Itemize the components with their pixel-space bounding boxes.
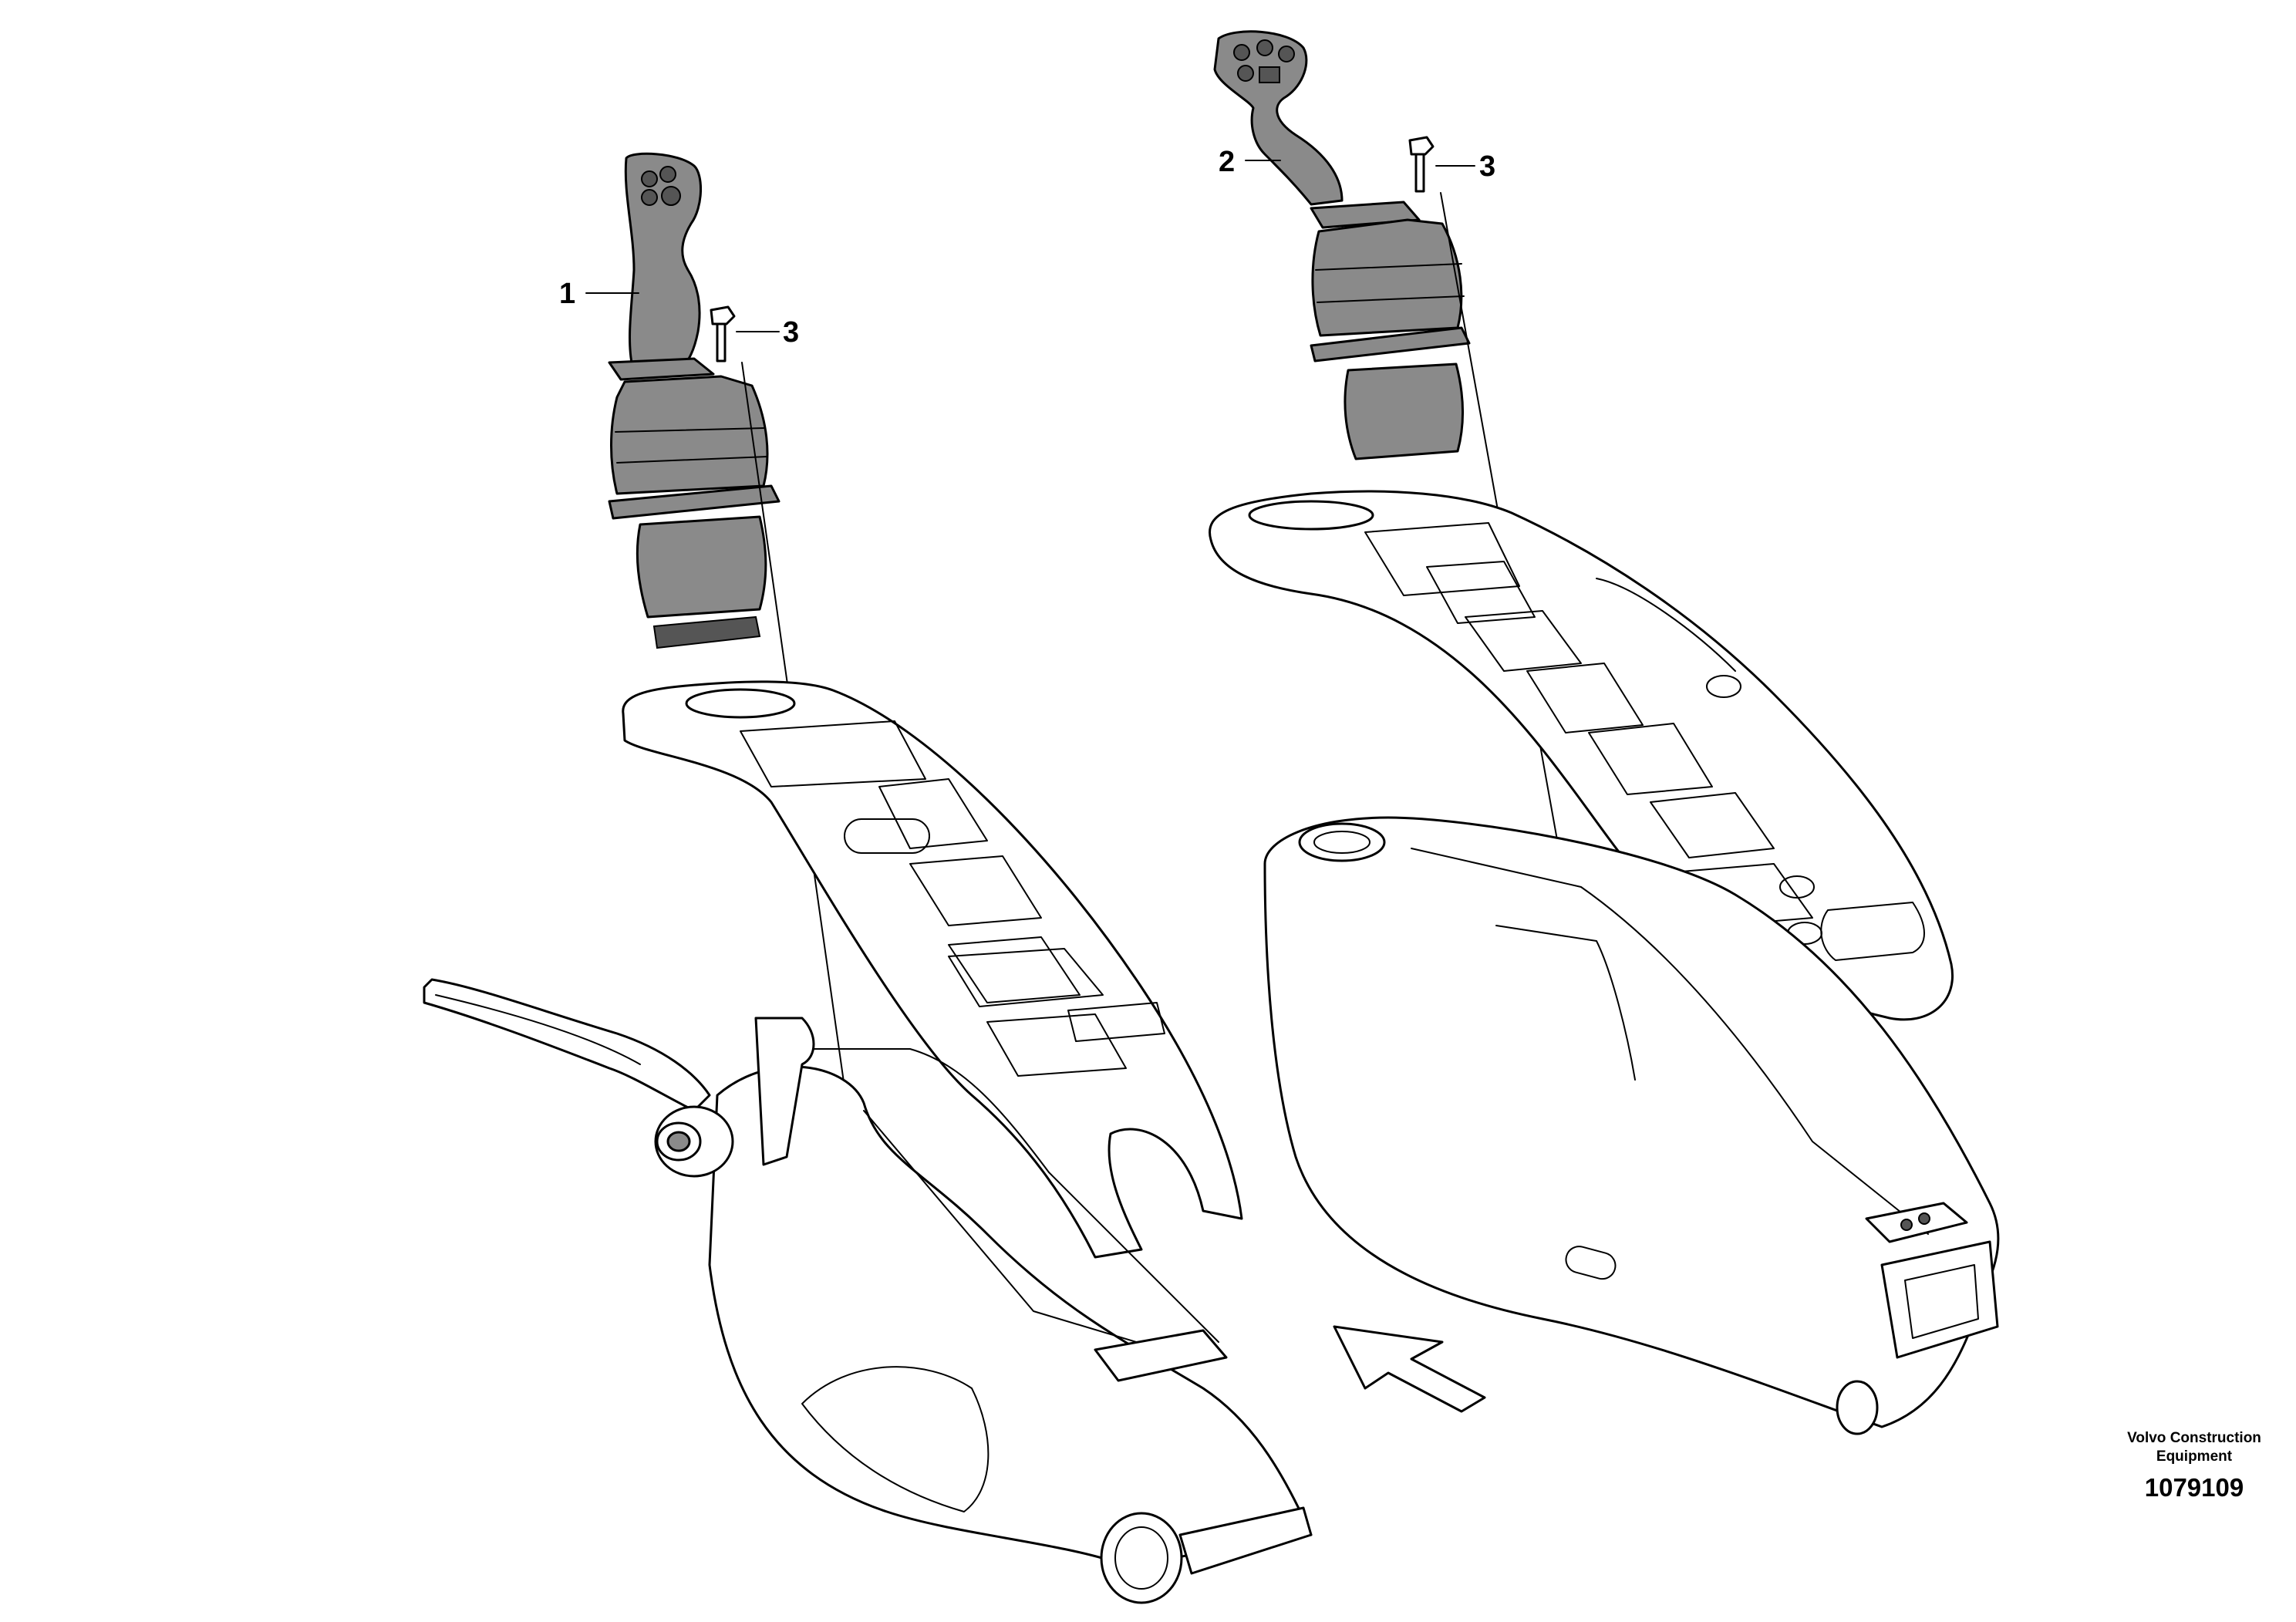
drawing-number: 1079109 bbox=[2145, 1473, 2244, 1502]
company-name-line1: Volvo Construction bbox=[2127, 1430, 2261, 1446]
joystick-1 bbox=[608, 152, 781, 649]
view-direction-arrow bbox=[1333, 1325, 1486, 1413]
console-base-left bbox=[423, 978, 1313, 1604]
callout-label-3a: 3 bbox=[783, 316, 799, 349]
company-name-line2: Equipment bbox=[2156, 1448, 2233, 1465]
console-base-right bbox=[1263, 816, 2000, 1435]
armrest-cover-right bbox=[1209, 490, 1954, 1021]
callout-label-2: 2 bbox=[1219, 146, 1235, 178]
joystick-2 bbox=[1213, 30, 1471, 460]
bolt-3-right bbox=[1408, 136, 1435, 193]
callout-label-3b: 3 bbox=[1479, 150, 1495, 183]
title-block: Volvo Construction Equipment 1079109 bbox=[2127, 1430, 2261, 1502]
armrest-cover-left bbox=[622, 680, 1243, 1259]
callout-label-1: 1 bbox=[559, 278, 575, 310]
bolt-3-left bbox=[710, 305, 736, 363]
